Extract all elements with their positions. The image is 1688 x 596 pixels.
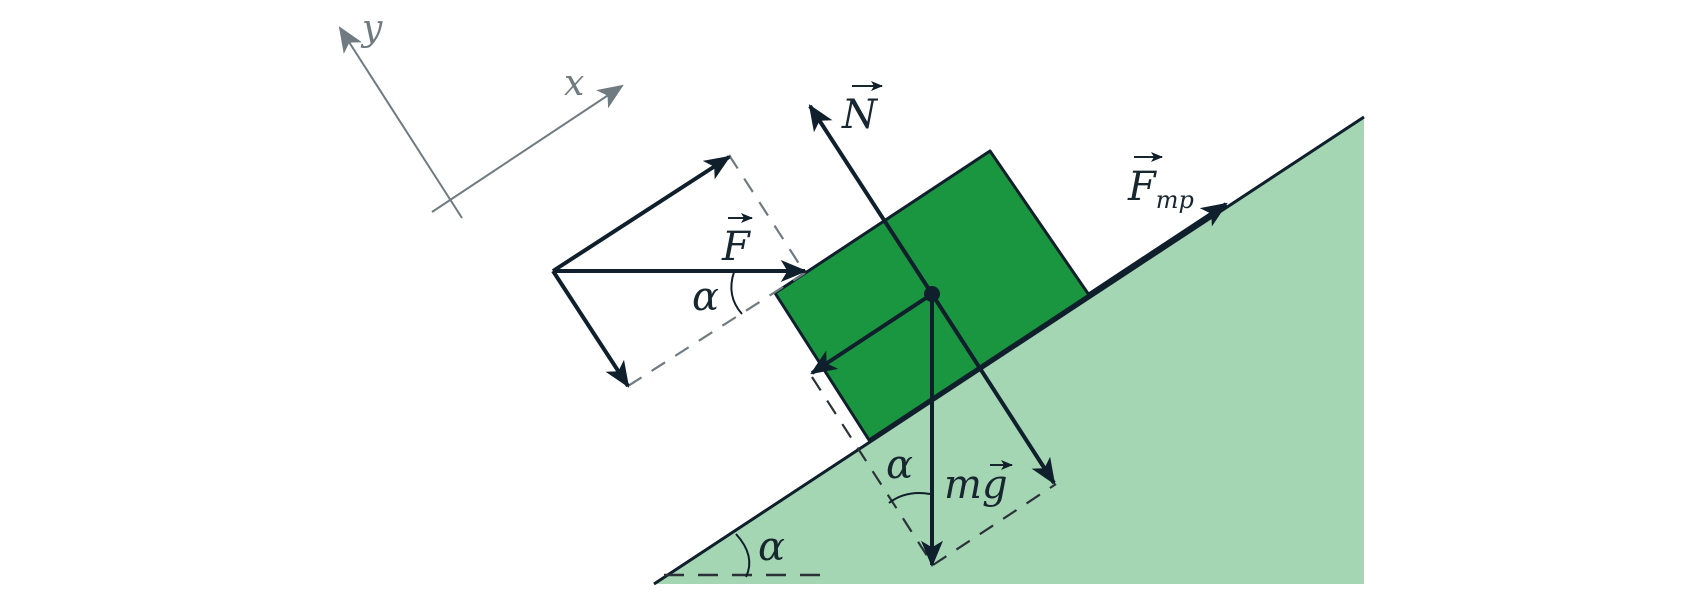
incline: α [653, 115, 1365, 586]
gravity-parallelogram-left [811, 376, 934, 566]
friction-subscript: mp [1156, 186, 1194, 214]
force-parallelogram-lower [627, 272, 806, 387]
force-angle-arc [730, 271, 743, 315]
x-axis [431, 84, 624, 213]
gravity-component-parallel [810, 292, 934, 375]
gravity-force: α mg [810, 292, 1056, 568]
gravity-component-perpendicular [930, 292, 1056, 485]
y-axis [338, 26, 463, 219]
y-axis-label: y [360, 8, 383, 49]
force-component-parallel [551, 155, 731, 273]
applied-force: α F [551, 155, 808, 388]
gravity-parallelogram-right [932, 483, 1057, 566]
force-label: F [721, 224, 751, 270]
force-angle-label: α [692, 274, 719, 320]
normal-label: N [841, 92, 879, 138]
coordinate-axes: y x [338, 8, 624, 219]
construction-lines [627, 154, 1057, 566]
incline-angle-label: α [758, 524, 785, 570]
gravity-label: mg [944, 462, 1008, 508]
x-axis-label: x [564, 63, 584, 104]
normal-arrow [808, 104, 934, 296]
normal-force: N [808, 81, 934, 296]
friction-label: Fmp [1127, 164, 1194, 214]
incline-edge [653, 115, 1365, 586]
force-component-perpendicular [551, 269, 630, 388]
incline-angle-arc [735, 533, 751, 578]
gravity-angle-label: α [886, 442, 913, 488]
gravity-angle-arc [888, 492, 931, 504]
center-of-mass-dot [924, 286, 940, 302]
friction-arrow [1086, 202, 1228, 297]
friction-force: Fmp [1086, 152, 1228, 297]
force-parallelogram-upper [728, 154, 806, 274]
